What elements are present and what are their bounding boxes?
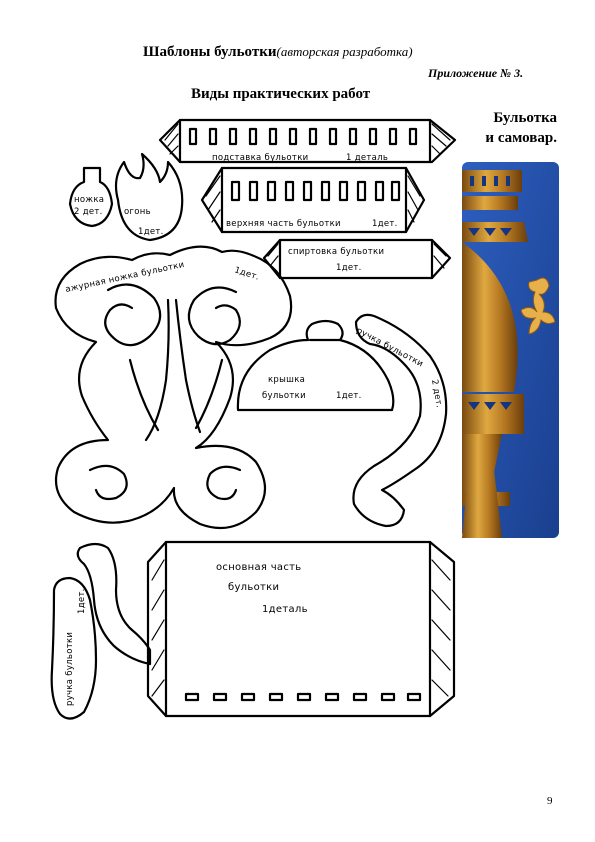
small-leg-template: [68, 166, 114, 228]
title-note: (авторская разработка): [276, 44, 413, 59]
top-part-label: верхняя часть бульотки: [226, 219, 341, 229]
page-title: Шаблоны бульотки(авторская разработка): [143, 44, 413, 61]
photo-caption-line2: и самовар.: [485, 130, 557, 146]
main-label-1: основная часть: [216, 562, 301, 573]
stand-label: подставка бульотки: [212, 153, 308, 163]
fire-count: 1дет.: [138, 227, 164, 237]
lid-template: [236, 319, 395, 412]
section-heading: Виды практических работ: [191, 86, 371, 102]
left-handle-template: [50, 576, 98, 720]
stand-count: 1 деталь: [346, 153, 388, 163]
burner-template: [262, 238, 452, 280]
small-leg-label: ножка: [74, 195, 104, 205]
main-count: 1деталь: [262, 604, 308, 615]
appendix-label: Приложение № 3.: [428, 66, 524, 80]
small-leg-count: 2 дет.: [74, 207, 103, 217]
template-labels: подставка бульотки 1 деталь верхняя част…: [65, 153, 444, 706]
samovar-photo: [462, 162, 559, 538]
burner-label: спиртовка бульотки: [288, 247, 384, 257]
top-part-count: 1дет.: [372, 219, 398, 229]
photo-caption: Бульотка и самовар.: [462, 108, 557, 148]
burner-count: 1дет.: [336, 263, 362, 273]
openwork-leg-count: 1дет.: [233, 265, 261, 282]
fire-template: [114, 152, 184, 242]
right-handle-count: 2 дет.: [429, 379, 444, 409]
connector-handle-template: [76, 542, 152, 666]
openwork-leg-label: ажурная ножка бульотки: [65, 260, 186, 295]
lid-label-1: крышка: [268, 375, 305, 385]
lid-count: 1дет.: [336, 391, 362, 401]
samovar-body: [462, 170, 528, 538]
fire-label: огонь: [124, 207, 151, 217]
photo-caption-line1: Бульотка: [493, 110, 557, 126]
right-handle-template: [352, 313, 448, 528]
openwork-leg-template: [54, 245, 293, 530]
top-part-template: [200, 166, 426, 234]
main-label-2: бульотки: [228, 582, 279, 593]
page-number: 9: [547, 795, 553, 807]
title-main: Шаблоны бульотки: [143, 44, 277, 60]
main-part-template: [146, 540, 456, 718]
right-handle-label: ручка бульотки: [355, 326, 425, 370]
spout-ornament: [520, 277, 556, 335]
left-handle-count: 1дет.: [77, 588, 87, 614]
stand-template: [158, 118, 457, 164]
left-handle-label: ручка бульотки: [65, 632, 75, 706]
lid-label-2: бульотки: [262, 391, 306, 401]
